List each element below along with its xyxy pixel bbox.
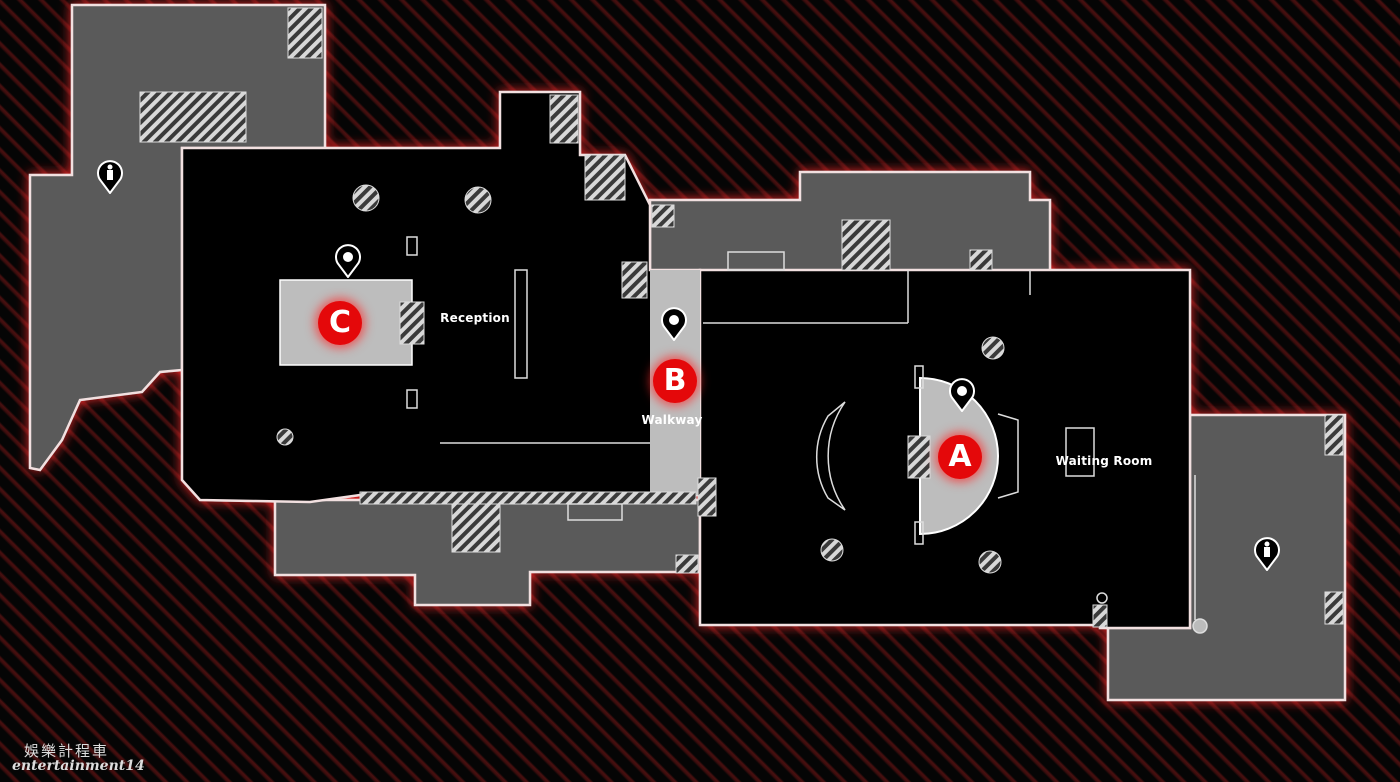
defender-pin-b-icon (661, 307, 687, 345)
defender-pin-c-icon (335, 244, 361, 282)
site-a-marker[interactable]: A (938, 435, 982, 479)
watermark-latin: entertainment14 (12, 758, 145, 774)
room-label-walkway: Walkway (641, 413, 703, 427)
room-label-reception: Reception (440, 311, 510, 325)
defender-pin-a-icon (949, 378, 975, 416)
site-b-marker[interactable]: B (653, 359, 697, 403)
site-c-marker[interactable]: C (318, 301, 362, 345)
watermark-chinese: 娛樂計程車 (24, 742, 110, 760)
room-label-waiting-room: Waiting Room (1055, 454, 1153, 468)
spawn-pin-icon (1254, 537, 1280, 575)
spawn-pin-icon (97, 160, 123, 198)
